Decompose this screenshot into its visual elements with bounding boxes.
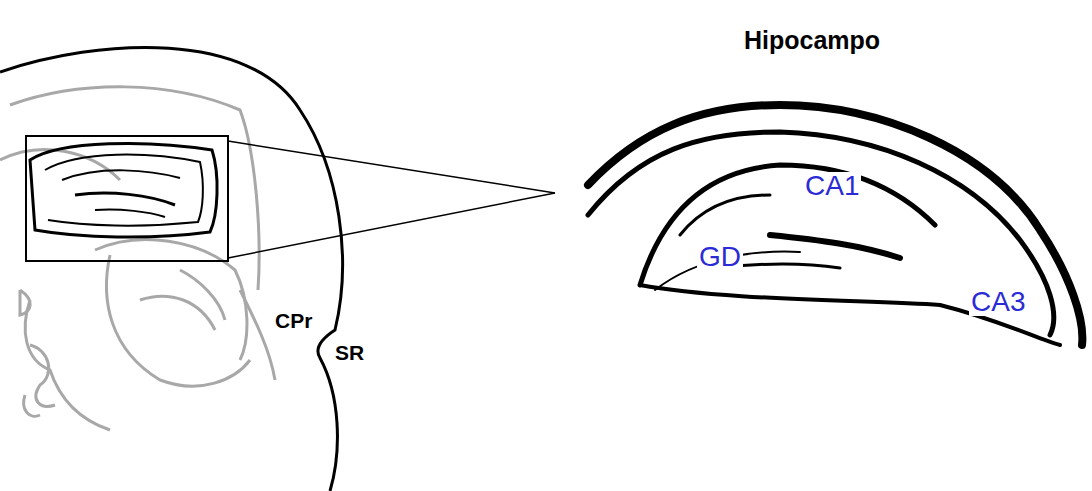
zoom-line [228, 193, 555, 258]
zoom-line [228, 141, 555, 193]
region-label: CPr [275, 310, 312, 331]
region-label: CA1 [803, 172, 861, 200]
hippocampus-zoomed [588, 105, 1082, 345]
region-label: GD [697, 243, 743, 271]
brain-outline [0, 47, 342, 491]
figure-title: Hipocampo [744, 28, 880, 53]
region-label: CA3 [969, 288, 1027, 316]
brain-structures [0, 87, 275, 430]
zoom-box [26, 136, 228, 261]
hippocampus-small [30, 143, 217, 237]
region-label: SR [335, 342, 364, 363]
